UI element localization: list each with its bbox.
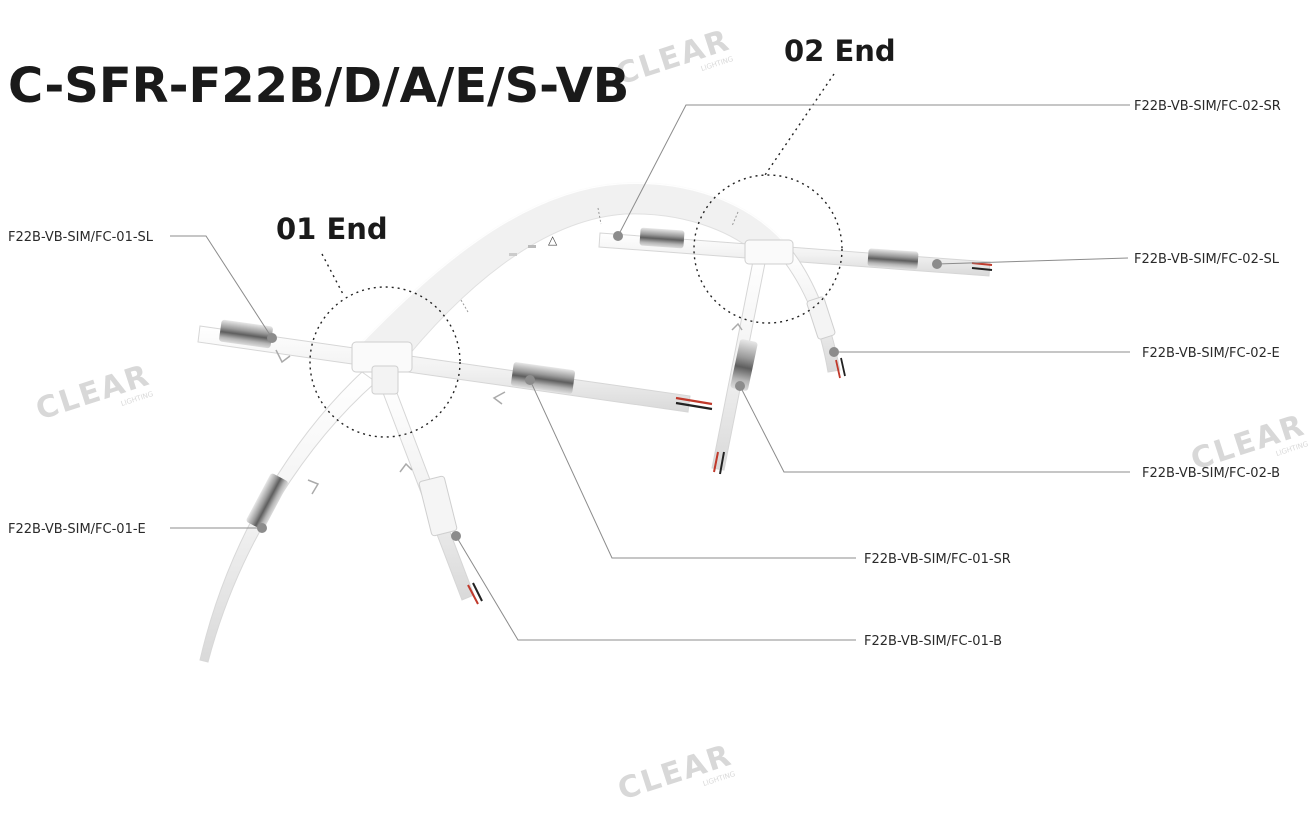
connector-02-sr — [639, 227, 685, 249]
t-junction-02 — [744, 239, 794, 265]
label-fc-02-e: F22B-VB-SIM/FC-02-E — [1142, 346, 1280, 361]
connector-01-e — [246, 473, 288, 530]
label-fc-02-b: F22B-VB-SIM/FC-02-B — [1142, 466, 1280, 481]
label-fc-01-e: F22B-VB-SIM/FC-01-E — [8, 522, 146, 537]
connector-02-sl — [867, 248, 919, 270]
end-01-leader — [321, 253, 345, 297]
profile-marking — [509, 253, 517, 256]
leader-lines — [170, 104, 1130, 641]
watermark-top: CLEAR LIGHTING — [612, 23, 735, 93]
connector-02-b — [730, 339, 758, 391]
label-fc-01-sr: F22B-VB-SIM/FC-01-SR — [864, 552, 1011, 567]
label-fc-02-sl: F22B-VB-SIM/FC-02-SL — [1134, 252, 1280, 267]
profile-marking — [528, 245, 536, 248]
product-title: C-SFR-F22B/D/A/E/S-VB — [8, 58, 629, 114]
end-02-leader — [764, 73, 835, 176]
arched-profile: △ — [350, 180, 792, 373]
label-fc-02-sr: F22B-VB-SIM/FC-02-SR — [1134, 99, 1281, 114]
connector-01-b — [418, 475, 458, 537]
end-01-callout-circle — [309, 286, 461, 438]
end-02-label: 02 End — [784, 34, 896, 68]
watermark-left: CLEAR LIGHTING — [32, 358, 155, 428]
t-junction-01 — [351, 341, 413, 395]
warning-icon: △ — [548, 233, 558, 247]
label-fc-01-sl: F22B-VB-SIM/FC-01-SL — [8, 230, 154, 245]
left-profile — [199, 371, 377, 663]
cable-02-end — [779, 247, 846, 379]
cut-mark — [597, 207, 602, 225]
connector-01-sr — [511, 362, 575, 394]
svg-text:CLEAR: CLEAR — [614, 738, 737, 808]
arrow-marks — [275, 322, 743, 495]
svg-text:CLEAR: CLEAR — [32, 358, 155, 428]
connector-01-sl — [219, 319, 273, 349]
cut-mark — [731, 211, 739, 227]
label-fc-01-b: F22B-VB-SIM/FC-01-B — [864, 634, 1002, 649]
cut-mark — [460, 299, 469, 313]
watermark-bottom: CLEAR LIGHTING — [614, 738, 737, 808]
svg-text:CLEAR: CLEAR — [612, 23, 735, 93]
leader-dots — [257, 231, 942, 541]
end-01-label: 01 End — [276, 212, 388, 246]
connector-02-e — [806, 296, 836, 340]
end-02-callout-circle — [693, 174, 843, 324]
